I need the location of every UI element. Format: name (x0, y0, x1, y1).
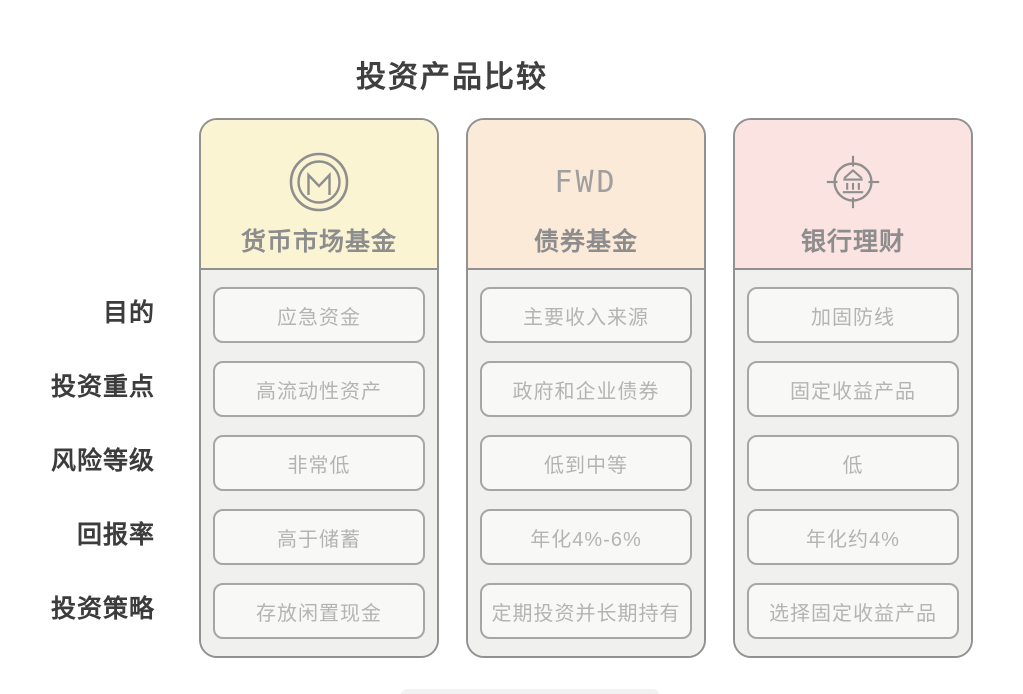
value-cell: 低 (747, 435, 959, 491)
product-column-money-market-fund: 货币市场基金 应急资金 高流动性资产 非常低 高于储蓄 存放闲置现金 (199, 118, 439, 658)
column-body: 主要收入来源 政府和企业债券 低到中等 年化4%-6% 定期投资并长期持有 (468, 270, 704, 656)
clipped-box-bottom (400, 689, 660, 694)
value-cell: 政府和企业债券 (480, 361, 692, 417)
value-cell: 定期投资并长期持有 (480, 583, 692, 639)
column-body: 应急资金 高流动性资产 非常低 高于储蓄 存放闲置现金 (201, 270, 437, 656)
money-market-coin-icon (288, 151, 350, 213)
value-cell: 存放闲置现金 (213, 583, 425, 639)
product-column-bank-wealth: 银行理财 加固防线 固定收益产品 低 年化约4% 选择固定收益产品 (733, 118, 973, 658)
value-cell: 应急资金 (213, 287, 425, 343)
value-cell: 年化4%-6% (480, 509, 692, 565)
column-header: FWD 债券基金 (468, 120, 704, 270)
value-cell: 年化约4% (747, 509, 959, 565)
value-cell: 高流动性资产 (213, 361, 425, 417)
bank-target-icon (821, 151, 885, 213)
value-cell: 主要收入来源 (480, 287, 692, 343)
row-label-risk-level: 风险等级 (50, 447, 155, 475)
row-label-strategy: 投资策略 (50, 595, 155, 623)
row-label-purpose: 目的 (102, 299, 155, 327)
row-label-return-rate: 回报率 (76, 521, 155, 549)
product-column-bond-fund: FWD 债券基金 主要收入来源 政府和企业债券 低到中等 年化4%-6% 定期投… (466, 118, 706, 658)
column-body: 加固防线 固定收益产品 低 年化约4% 选择固定收益产品 (735, 270, 971, 656)
column-title: 银行理财 (800, 228, 905, 256)
column-title: 货币市场基金 (240, 228, 397, 256)
column-header: 货币市场基金 (201, 120, 437, 270)
value-cell: 低到中等 (480, 435, 692, 491)
row-label-investment-focus: 投资重点 (50, 373, 155, 401)
fwd-logo-text: FWD (554, 164, 618, 200)
value-cell: 选择固定收益产品 (747, 583, 959, 639)
value-cell: 高于储蓄 (213, 509, 425, 565)
column-header: 银行理财 (735, 120, 971, 270)
value-cell: 固定收益产品 (747, 361, 959, 417)
value-cell: 加固防线 (747, 287, 959, 343)
value-cell: 非常低 (213, 435, 425, 491)
page-title: 投资产品比较 (356, 61, 548, 94)
column-title: 债券基金 (533, 228, 638, 256)
